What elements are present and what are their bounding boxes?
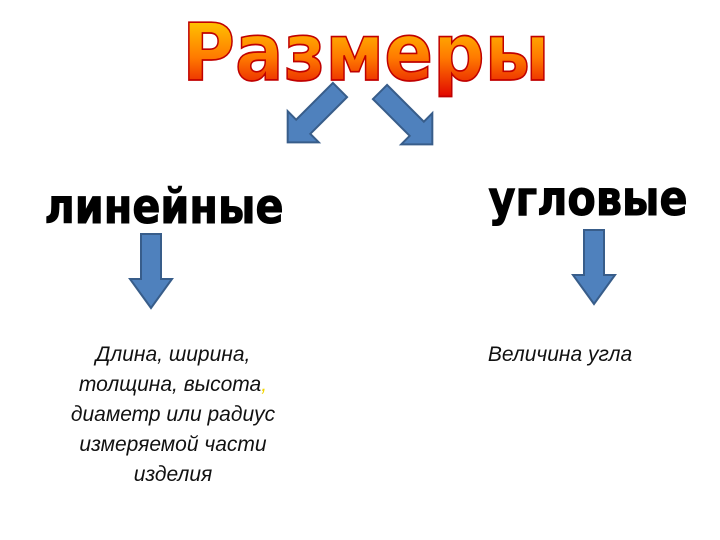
linear-desc-line-3: диаметр или радиус [70,403,276,426]
linear-desc-line-2-text: толщина, высота [78,373,262,396]
linear-description: Длина, ширина, толщина, высота, диаметр … [28,340,318,490]
angular-desc-line: Величина угла [487,343,633,366]
arrow-angular-down [571,229,617,306]
category-label-linear: линейные [44,178,283,235]
arrow-title-to-angular [371,83,434,146]
diagram-arrows [128,81,617,310]
linear-desc-line-5: изделия [133,463,213,486]
diagram-labels: Размеры линейные угловые [44,6,688,235]
category-label-angular: угловые [488,170,687,227]
angular-description: Величина угла [430,340,690,370]
linear-desc-line-2: толщина, высота, [28,370,318,400]
page-title: Размеры [182,7,549,99]
linear-desc-line-4: измеряемой части [79,433,267,456]
linear-desc-comma: , [261,373,268,396]
linear-desc-line-1: Длина, ширина, [95,343,251,366]
arrow-title-to-linear [286,81,349,144]
arrow-linear-down [128,233,174,310]
